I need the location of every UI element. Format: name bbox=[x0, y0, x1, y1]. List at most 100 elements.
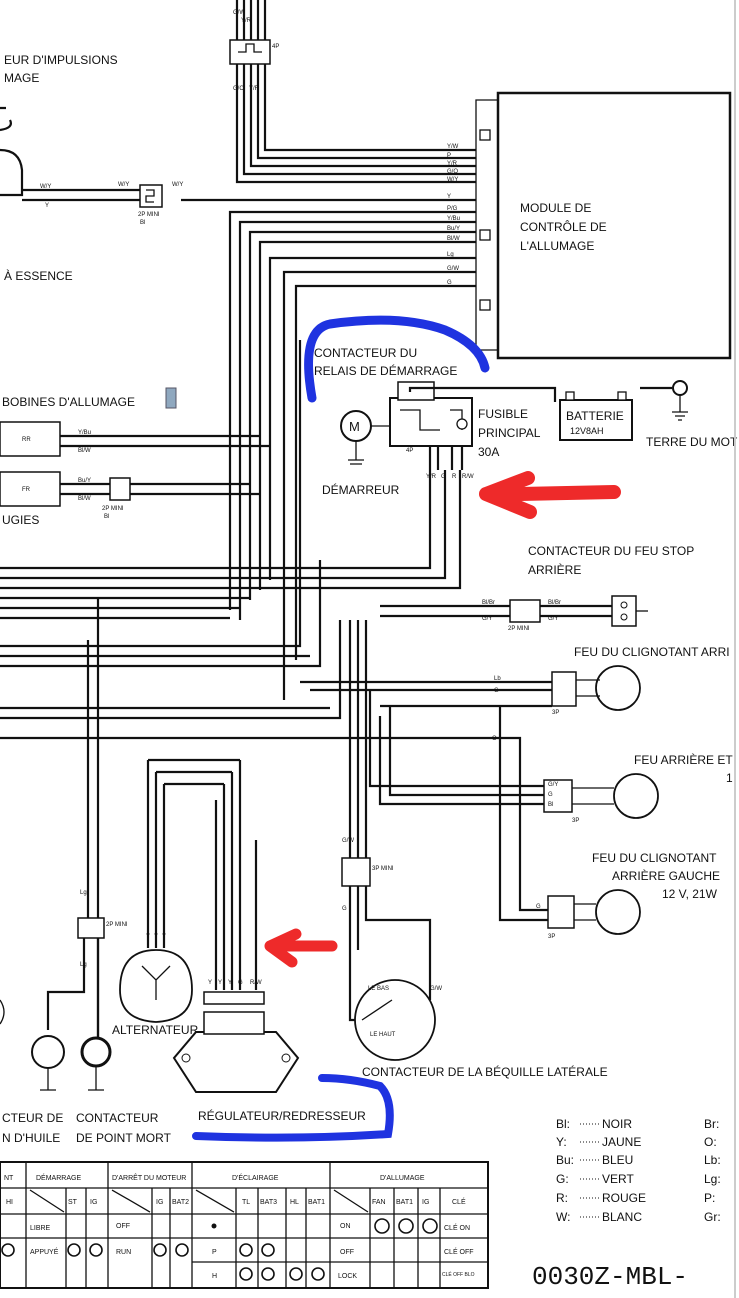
svg-text:NT: NT bbox=[4, 1175, 14, 1182]
icm-wire-labels: Y/W P Y/R G/O W/Y Y P/G Y/Bu Bu/Y Bl/W L… bbox=[447, 144, 460, 286]
svg-text:CLÉ OFF: CLÉ OFF bbox=[444, 1247, 474, 1256]
svg-text:BAT1: BAT1 bbox=[308, 1199, 325, 1206]
svg-text:ALTERNATEUR: ALTERNATEUR bbox=[112, 1023, 199, 1037]
svg-text:ON: ON bbox=[340, 1223, 351, 1230]
svg-text:Bu/Y: Bu/Y bbox=[78, 478, 91, 484]
svg-text:Bu:: Bu: bbox=[556, 1153, 574, 1167]
svg-text:G:: G: bbox=[556, 1172, 569, 1186]
svg-text:R:: R: bbox=[556, 1191, 568, 1205]
svg-text:G: G bbox=[494, 688, 499, 694]
svg-text:Y/R: Y/R bbox=[241, 18, 252, 24]
svg-text:Lb: Lb bbox=[494, 676, 501, 682]
svg-text:Y: Y bbox=[45, 203, 49, 209]
alternator: Y Y Y ALTERNATEUR bbox=[112, 758, 240, 1037]
svg-text:Y/Bu: Y/Bu bbox=[78, 430, 91, 436]
svg-text:G: G bbox=[342, 906, 347, 912]
svg-text:P: P bbox=[212, 1249, 217, 1256]
svg-text:Y: Y bbox=[228, 980, 232, 986]
svg-text:2P MINI: 2P MINI bbox=[102, 506, 124, 512]
svg-text:RUN: RUN bbox=[116, 1249, 131, 1256]
svg-text:Bl:: Bl: bbox=[556, 1117, 570, 1131]
svg-text:Lg:: Lg: bbox=[704, 1172, 721, 1186]
svg-text:12V8AH: 12V8AH bbox=[570, 426, 604, 436]
svg-text:G/W: G/W bbox=[342, 838, 354, 844]
svg-text:3P: 3P bbox=[552, 710, 559, 716]
svg-text:D'ARRÊT DU MOTEUR: D'ARRÊT DU MOTEUR bbox=[112, 1173, 186, 1182]
svg-text:W/Y: W/Y bbox=[118, 182, 129, 188]
svg-text:TL: TL bbox=[242, 1199, 250, 1206]
svg-text:D'ÉCLAIRAGE: D'ÉCLAIRAGE bbox=[232, 1173, 279, 1182]
svg-text:TERRE DU MOT: TERRE DU MOT bbox=[646, 435, 738, 449]
svg-text:O:: O: bbox=[704, 1135, 717, 1149]
svg-text:HI: HI bbox=[6, 1199, 13, 1206]
svg-text:W/Y: W/Y bbox=[40, 184, 51, 190]
svg-text:N D'HUILE: N D'HUILE bbox=[2, 1131, 60, 1145]
svg-text:Bu/Y: Bu/Y bbox=[447, 226, 460, 232]
svg-text:IG: IG bbox=[90, 1199, 97, 1206]
svg-text:BATTERIE: BATTERIE bbox=[566, 409, 624, 423]
svg-text:G/Y: G/Y bbox=[482, 616, 492, 622]
svg-text:M: M bbox=[349, 419, 360, 434]
svg-text:CONTACTEUR DU: CONTACTEUR DU bbox=[314, 346, 417, 360]
svg-text:CLÉ OFF BLO: CLÉ OFF BLO bbox=[442, 1271, 475, 1278]
svg-text:RR: RR bbox=[22, 437, 31, 443]
svg-text:ARRIÈRE: ARRIÈRE bbox=[528, 562, 581, 577]
svg-text:2P MINI: 2P MINI bbox=[106, 922, 128, 928]
turn-signal-left: FEU DU CLIGNOTANT ARRIÈRE GAUCHE 12 V, 2… bbox=[350, 706, 720, 940]
svg-text:G: G bbox=[447, 280, 452, 286]
svg-text:FUSIBLE: FUSIBLE bbox=[478, 407, 528, 421]
svg-text:W/Y: W/Y bbox=[172, 182, 183, 188]
svg-text:Y/Bu: Y/Bu bbox=[447, 216, 460, 222]
main-fuse-label: FUSIBLE PRINCIPAL 30A bbox=[478, 407, 541, 459]
svg-text:G/Y: G/Y bbox=[548, 782, 558, 788]
svg-text:LOCK: LOCK bbox=[338, 1273, 357, 1280]
svg-text:Bl: Bl bbox=[548, 802, 553, 808]
svg-text:Y: Y bbox=[162, 934, 166, 940]
svg-text:3P MINI: 3P MINI bbox=[372, 866, 394, 872]
svg-text:Y: Y bbox=[447, 194, 451, 200]
svg-text:ARRIÈRE GAUCHE: ARRIÈRE GAUCHE bbox=[612, 868, 720, 883]
ignition-coils: BOBINES D'ALLUMAGE RR FR UGIES 2P MINI B… bbox=[0, 387, 270, 527]
svg-text:30A: 30A bbox=[478, 445, 499, 459]
svg-text:IG: IG bbox=[156, 1199, 163, 1206]
starter-motor: M DÉMARREUR bbox=[322, 410, 400, 497]
svg-text:H: H bbox=[212, 1273, 217, 1280]
svg-text:Bl: Bl bbox=[140, 220, 145, 226]
svg-text:P:: P: bbox=[704, 1191, 715, 1205]
svg-text:D'ALLUMAGE: D'ALLUMAGE bbox=[380, 1175, 425, 1182]
svg-text:CLÉ ON: CLÉ ON bbox=[444, 1223, 470, 1232]
svg-text:BLANC: BLANC bbox=[602, 1210, 642, 1224]
svg-text:G: G bbox=[441, 474, 446, 480]
fuel-label: À ESSENCE bbox=[4, 268, 73, 283]
svg-text:1: 1 bbox=[726, 771, 733, 785]
svg-text:Gr:: Gr: bbox=[704, 1210, 721, 1224]
battery: BATTERIE 12V8AH bbox=[559, 391, 633, 441]
engine-ground: TERRE DU MOT bbox=[646, 380, 738, 449]
svg-text:2P MINI: 2P MINI bbox=[508, 626, 530, 632]
svg-text:P: P bbox=[447, 153, 451, 159]
svg-text:BAT3: BAT3 bbox=[260, 1199, 277, 1206]
svg-text:R: R bbox=[452, 474, 457, 480]
svg-text:BAT2: BAT2 bbox=[172, 1199, 189, 1206]
svg-text:P/G: P/G bbox=[447, 206, 458, 212]
svg-text:Y/R: Y/R bbox=[249, 86, 260, 92]
svg-text:R/W: R/W bbox=[462, 474, 474, 480]
svg-text:W/Y: W/Y bbox=[447, 177, 458, 183]
svg-text:VERT: VERT bbox=[602, 1172, 634, 1186]
svg-text:Br:: Br: bbox=[704, 1117, 719, 1131]
svg-text:4P: 4P bbox=[406, 448, 413, 454]
regulator: Y Y Y G R/W RÉGULATEUR/REDRESSEUR bbox=[172, 760, 394, 1142]
svg-text:BLEU: BLEU bbox=[602, 1153, 633, 1167]
svg-text:Bl/W: Bl/W bbox=[78, 448, 91, 454]
svg-text:G/W: G/W bbox=[233, 10, 245, 16]
svg-text:ST: ST bbox=[68, 1199, 78, 1206]
svg-text:Lg: Lg bbox=[80, 890, 87, 896]
svg-text:G/Y: G/Y bbox=[548, 616, 558, 622]
svg-text:UGIES: UGIES bbox=[2, 513, 39, 527]
label-line: CONTRÔLE DE bbox=[520, 219, 607, 234]
svg-text:Y: Y bbox=[146, 934, 150, 940]
svg-text:PRINCIPAL: PRINCIPAL bbox=[478, 426, 541, 440]
